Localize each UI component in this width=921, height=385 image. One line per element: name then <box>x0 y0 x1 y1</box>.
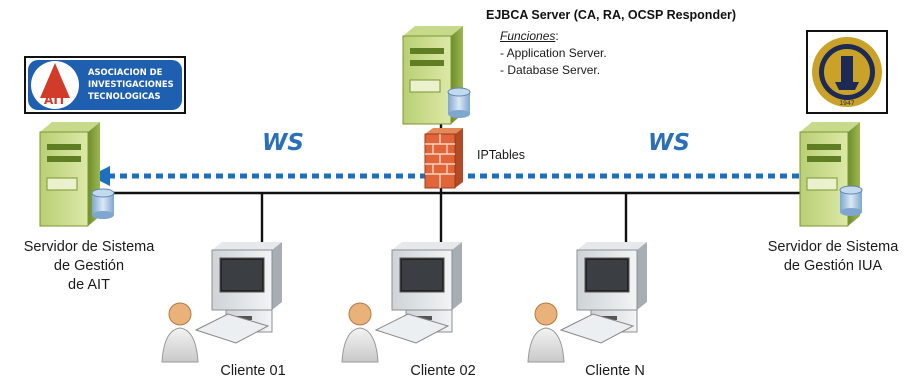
iua-seal-year: 1947 <box>839 100 854 107</box>
client-n-user-icon <box>527 302 565 363</box>
ejbca-database-icon <box>447 87 471 118</box>
client-02-user-icon <box>341 302 379 363</box>
ait-logo-letters: AIT <box>44 93 67 107</box>
left-server-caption-line-2: de Gestión <box>53 258 125 274</box>
ejbca-server-icon <box>402 26 463 125</box>
ws-label-left: WS <box>262 130 304 156</box>
left-server-caption-line-3: de AIT <box>68 277 110 293</box>
client-n-label: Cliente N <box>585 363 645 379</box>
ws-label-right: WS <box>648 130 690 156</box>
client-n-keyboard-icon <box>559 313 635 344</box>
client-01-user-icon <box>161 302 199 363</box>
ait-logo-line-3: TECNOLOGICAS <box>88 91 161 101</box>
client-02-label: Cliente 02 <box>410 363 476 379</box>
ejbca-functions-label: Funciones <box>500 29 556 43</box>
client-n-computer-icon <box>576 242 647 333</box>
right-server-caption-line-2: de Gestión IUA <box>783 258 883 274</box>
client-01-keyboard-icon <box>194 313 270 344</box>
left-database-icon <box>91 188 115 219</box>
ait-logo-line-2: INVESTIGACIONES <box>88 79 174 89</box>
ejbca-function-2: - Database Server. <box>500 63 601 77</box>
client-01-label: Cliente 01 <box>220 363 286 379</box>
iptables-label: IPTables <box>477 148 525 162</box>
ejbca-title: EJBCA Server (CA, RA, OCSP Responder) <box>486 8 737 22</box>
iua-seal-logo: 1947 <box>806 30 888 114</box>
ejbca-functions-suffix: : <box>555 29 559 43</box>
client-02-computer-icon <box>391 242 462 333</box>
right-server-caption: Servidor de Sistema de Gestión IUA <box>745 238 921 276</box>
ait-logo: AIT ASOCIACION DE INVESTIGACIONES TECNOL… <box>24 56 186 114</box>
ait-logo-line-1: ASOCIACION DE <box>88 67 163 77</box>
left-server-caption-line-1: Servidor de Sistema <box>23 239 155 255</box>
ejbca-function-1: - Application Server. <box>500 46 607 60</box>
client-02-keyboard-icon <box>374 313 450 344</box>
ejbca-functions-block: Funciones: - Application Server. - Datab… <box>500 28 607 79</box>
client-01-computer-icon <box>211 242 282 333</box>
left-server-caption: Servidor de Sistema de Gestión de AIT <box>0 238 178 295</box>
left-server-icon <box>39 122 100 227</box>
right-server-caption-line-1: Servidor de Sistema <box>767 239 899 255</box>
right-database-icon <box>839 185 863 216</box>
firewall-icon <box>424 128 463 189</box>
